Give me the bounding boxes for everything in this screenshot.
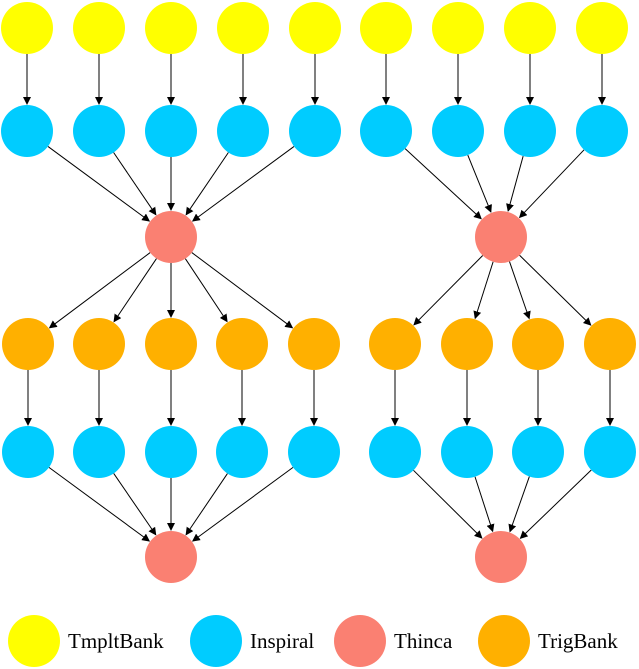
trigbank-node — [584, 318, 636, 370]
inspiral-node — [504, 105, 556, 157]
edge-inspiral-thinca — [47, 146, 151, 222]
trigbank-node — [369, 318, 421, 370]
legend-swatch-thinca — [334, 615, 386, 667]
edge-thinca-trigbank — [184, 258, 228, 323]
edge-inspiral-thinca — [413, 469, 483, 539]
edge-inspiral-thinca — [508, 476, 530, 533]
inspiral-node — [73, 105, 125, 157]
edge-inspiral-thinca — [191, 466, 294, 542]
inspiral-node — [73, 426, 125, 478]
inspiral-node — [145, 426, 197, 478]
trigbank-node — [216, 318, 268, 370]
inspiral-node — [145, 105, 197, 157]
thinca-node — [475, 211, 527, 263]
trigbank-node — [145, 318, 197, 370]
edge-thinca-trigbank — [413, 255, 484, 326]
inspiral-node — [369, 426, 421, 478]
legend-label-trigbank: TrigBank — [538, 629, 618, 653]
inspiral-node — [216, 426, 268, 478]
tmpltbank-node — [73, 2, 125, 54]
tmpltbank-node — [289, 2, 341, 54]
legend-label-tmpltbank: TmpltBank — [68, 629, 164, 653]
edge-inspiral-thinca — [48, 466, 151, 542]
legend-label-inspiral: Inspiral — [250, 629, 314, 653]
legend-label-thinca: Thinca — [394, 629, 453, 653]
inspiral-node — [360, 105, 412, 157]
thinca-node — [145, 531, 197, 583]
edge-thinca-trigbank — [48, 252, 151, 329]
tmpltbank-node — [1, 2, 53, 54]
edge-inspiral-thinca — [185, 152, 229, 216]
edge-inspiral-thinca — [191, 146, 295, 222]
legend-swatch-inspiral — [190, 615, 242, 667]
edges-layer — [23, 54, 614, 542]
edge-inspiral-thinca — [519, 469, 592, 539]
edge-inspiral-thinca — [506, 155, 524, 212]
inspiral-node — [576, 105, 628, 157]
edge-inspiral-thinca — [404, 148, 482, 220]
inspiral-node — [441, 426, 493, 478]
tmpltbank-node — [145, 2, 197, 54]
trigbank-node — [512, 318, 564, 370]
edge-inspiral-thinca — [185, 473, 228, 536]
edge-inspiral-thinca — [518, 149, 585, 219]
inspiral-node — [432, 105, 484, 157]
edge-thinca-trigbank — [113, 258, 157, 323]
inspiral-node — [2, 426, 54, 478]
thinca-node — [475, 531, 527, 583]
trigbank-node — [73, 318, 125, 370]
edge-thinca-trigbank — [191, 252, 294, 329]
inspiral-node — [1, 105, 53, 157]
edge-thinca-trigbank — [509, 261, 531, 320]
edge-inspiral-thinca — [467, 154, 492, 213]
edge-thinca-trigbank — [473, 261, 494, 320]
trigbank-node — [2, 318, 54, 370]
tmpltbank-node — [576, 2, 628, 54]
trigbank-node — [288, 318, 340, 370]
nodes-layer — [1, 2, 636, 583]
trigbank-node — [441, 318, 493, 370]
inspiral-node — [289, 105, 341, 157]
edge-inspiral-thinca — [113, 152, 157, 216]
edge-inspiral-thinca — [474, 476, 495, 533]
legend: TmpltBank Inspiral Thinca TrigBank — [8, 615, 618, 667]
thinca-node — [145, 211, 197, 263]
inspiral-node — [288, 426, 340, 478]
edge-thinca-trigbank — [519, 254, 592, 326]
tmpltbank-node — [432, 2, 484, 54]
inspiral-node — [217, 105, 269, 157]
inspiral-node — [584, 426, 636, 478]
legend-swatch-trigbank — [478, 615, 530, 667]
legend-swatch-tmpltbank — [8, 615, 60, 667]
tmpltbank-node — [504, 2, 556, 54]
tmpltbank-node — [360, 2, 412, 54]
inspiral-node — [512, 426, 564, 478]
edge-inspiral-thinca — [113, 473, 157, 536]
tmpltbank-node — [217, 2, 269, 54]
